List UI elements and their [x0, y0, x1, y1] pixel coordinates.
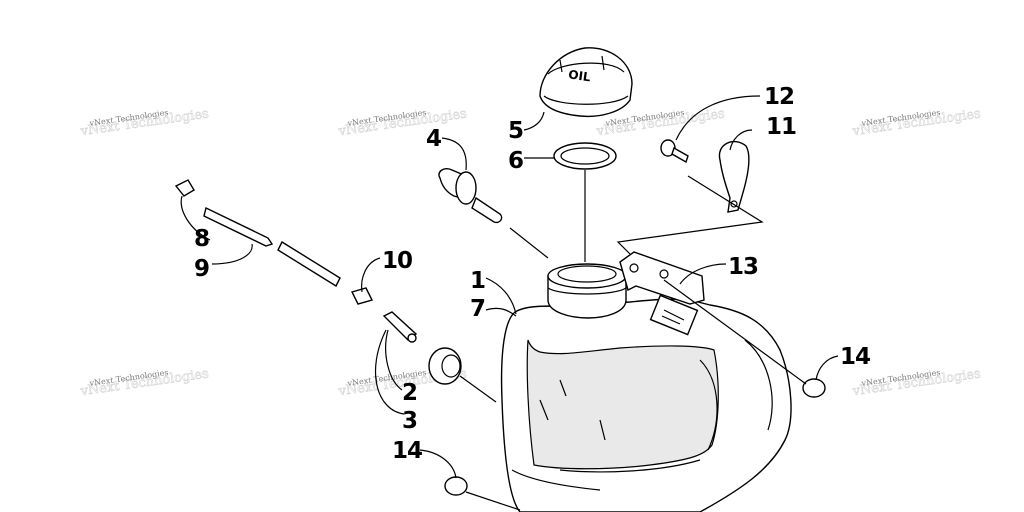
- callout-5: 5: [508, 118, 523, 144]
- callout-9: 9: [194, 256, 209, 282]
- tank-mounting-bracket: [619, 251, 705, 336]
- vent-valve: [438, 168, 503, 224]
- callout-labels: 1 2 3 4 5 6 7 8 9 10 11 12 13 14 14: [194, 84, 871, 464]
- drain-leader: [465, 491, 521, 511]
- watermark: vNext Technologies vNext Technologies: [850, 106, 982, 140]
- watermark: vNext Technologies vNext Technologies: [78, 106, 210, 140]
- fuel-cap: OIL: [539, 47, 633, 118]
- watermark: vNext Technologies vNext Technologies: [336, 106, 468, 140]
- bracket-leader: [616, 175, 764, 255]
- callout-14-left: 14: [392, 438, 422, 464]
- watermark: vNext Technologies vNext Technologies: [78, 366, 210, 400]
- grommet: [428, 347, 462, 385]
- callout-14-right: 14: [840, 344, 870, 370]
- drain-plug-right: [802, 378, 826, 398]
- svg-text:OIL: OIL: [567, 67, 591, 84]
- drain-plug-left: [444, 476, 468, 496]
- fuel-hose-assembly: [174, 179, 374, 305]
- callout-6: 6: [508, 148, 523, 174]
- callout-leaders: [180, 95, 839, 479]
- callout-12: 12: [764, 84, 794, 110]
- callout-10: 10: [382, 248, 412, 274]
- fuel-tank: [500, 298, 792, 512]
- callout-3: 3: [402, 408, 417, 434]
- bolt: [660, 139, 689, 164]
- callout-1: 1: [470, 268, 485, 294]
- grommet-leader: [459, 375, 497, 403]
- clamp: [718, 141, 750, 213]
- valve-leader: [509, 227, 549, 259]
- fuel-fitting: [382, 311, 418, 343]
- cap-gasket: [553, 142, 617, 170]
- callout-8: 8: [194, 226, 209, 252]
- callout-7: 7: [470, 296, 485, 322]
- bracket-to-plug-leader: [663, 279, 807, 385]
- tank-filler-neck: [547, 263, 627, 319]
- callout-13: 13: [728, 254, 758, 280]
- callout-11: 11: [766, 114, 796, 140]
- callout-4: 4: [426, 126, 441, 152]
- callout-2: 2: [402, 380, 417, 406]
